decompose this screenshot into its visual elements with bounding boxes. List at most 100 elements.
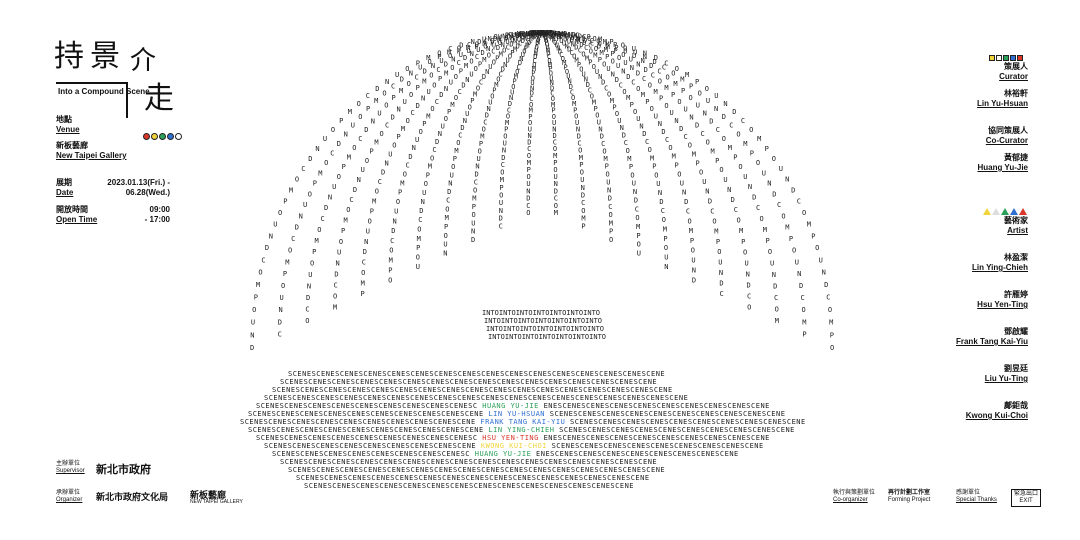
- dome-letter: U: [706, 97, 710, 105]
- dome-letter: M: [605, 40, 609, 48]
- dome-letter: C: [499, 223, 503, 231]
- artist-1-cjk: 林盈潔: [1004, 253, 1028, 262]
- artist-label-cjk: 藝術家: [1004, 216, 1028, 225]
- dome-letter: C: [436, 66, 440, 74]
- dome-letter: P: [341, 227, 345, 235]
- dome-letter: C: [527, 145, 531, 153]
- dome-letter: O: [430, 154, 434, 162]
- dome-letter: O: [258, 269, 262, 277]
- dome-letter: N: [705, 188, 709, 196]
- dome-letter: N: [371, 118, 375, 126]
- dome-letter: N: [470, 50, 474, 58]
- dome-letter: D: [695, 122, 699, 130]
- dome-letter: O: [565, 34, 569, 42]
- band-row: SCENESCENESCENESCENESCENESCENESCENESCENE…: [248, 426, 795, 434]
- dome-letter: N: [552, 125, 556, 133]
- dome-letter: O: [606, 170, 610, 178]
- band-row: SCENESCENESCENESCENESCENESCENESCENESCENE…: [264, 442, 764, 450]
- title-frame: [56, 82, 128, 118]
- dome-letter: D: [545, 30, 549, 38]
- dome-letter: M: [454, 147, 458, 155]
- dome-letter: U: [637, 250, 641, 258]
- dome-letter: P: [750, 149, 754, 157]
- dome-letter: P: [645, 98, 649, 106]
- curator-label-cjk: 策展人: [1004, 62, 1028, 71]
- dome-letter: O: [546, 29, 550, 37]
- dome-letter: M: [536, 38, 540, 46]
- dome-letter: P: [802, 331, 806, 339]
- dome-letter: N: [421, 198, 425, 206]
- artist-3-en: Frank Tang Kai-Yiu: [955, 337, 1028, 346]
- dome-letter: M: [510, 34, 514, 42]
- dome-letter: M: [692, 151, 696, 159]
- dome-letter: D: [622, 132, 626, 140]
- dome-letter: N: [344, 131, 348, 139]
- dome-letter: C: [533, 57, 537, 65]
- dome-letter: C: [664, 59, 668, 67]
- dome-letter: M: [673, 80, 677, 88]
- dome-letter: M: [654, 88, 658, 96]
- dome-letter: O: [532, 30, 536, 38]
- dome-letter: O: [537, 29, 541, 37]
- dome-letter: U: [664, 254, 668, 262]
- dome-letter: O: [508, 31, 512, 39]
- dome-letter: N: [543, 29, 547, 37]
- dome-letter: O: [416, 254, 420, 262]
- dome-letter: O: [540, 29, 544, 37]
- dome-letter: C: [526, 202, 530, 210]
- dome-letter: C: [582, 33, 586, 41]
- dome-letter: O: [527, 173, 531, 181]
- dome-letter: O: [496, 76, 500, 84]
- dome-letter: C: [391, 82, 395, 90]
- dome-letter: P: [422, 120, 426, 128]
- band-row: SCENESCENESCENESCENESCENESCENESCENESCENE…: [240, 418, 806, 426]
- dome-letter: N: [822, 269, 826, 277]
- dome-letter: O: [581, 207, 585, 215]
- dome-letter: C: [631, 79, 635, 87]
- dome-letter: O: [792, 247, 796, 255]
- dome-letter: N: [543, 30, 547, 38]
- band-row: SCENESCENESCENESCENESCENESCENESCENESCENE…: [280, 378, 658, 386]
- dome-letter: U: [503, 140, 507, 148]
- dome-letter: D: [546, 30, 550, 38]
- dome-letter: D: [461, 82, 465, 90]
- venue-name-cjk: 新板藝廊: [56, 141, 88, 150]
- dome-letter: P: [540, 29, 544, 37]
- dome-letter: U: [606, 65, 610, 73]
- dome-letter: D: [600, 133, 604, 141]
- color-dots: [143, 127, 183, 145]
- dome-letter: D: [642, 130, 646, 138]
- dome-letter: M: [672, 153, 676, 161]
- dome-letter: M: [529, 107, 533, 115]
- dome-letter: U: [530, 79, 534, 87]
- dome-letter: P: [254, 294, 258, 302]
- curator-name-en: Lin Yu-Hsuan: [977, 99, 1028, 108]
- dome-letter: D: [499, 215, 503, 223]
- dome-letter: O: [578, 147, 582, 155]
- dome-letter: O: [532, 29, 536, 37]
- dome-letter: U: [567, 38, 571, 46]
- dome-letter: U: [606, 178, 610, 186]
- dome-letter: P: [652, 163, 656, 171]
- dome-letter: O: [444, 115, 448, 123]
- dome-letter: N: [519, 55, 523, 63]
- dome-letter: C: [479, 79, 483, 87]
- dome-letter: P: [573, 106, 577, 114]
- dome-letter: N: [568, 78, 572, 86]
- dome-letter: O: [288, 247, 292, 255]
- dome-letter: M: [473, 91, 477, 99]
- dome-letter: O: [559, 37, 563, 45]
- dome-letter: U: [498, 33, 502, 41]
- dome-letter: U: [533, 29, 537, 37]
- dome-letter: D: [550, 84, 554, 92]
- dome-letter: O: [543, 34, 547, 42]
- dome-letter: M: [447, 49, 451, 57]
- dome-letter: O: [664, 244, 668, 252]
- dome-letter: N: [444, 85, 448, 93]
- dome-letter: N: [552, 29, 556, 37]
- dome-letter: P: [339, 117, 343, 125]
- dome-letter: U: [418, 64, 422, 72]
- dome-letter: N: [438, 130, 442, 138]
- dome-letter: M: [372, 197, 376, 205]
- dome-letter: U: [565, 31, 569, 39]
